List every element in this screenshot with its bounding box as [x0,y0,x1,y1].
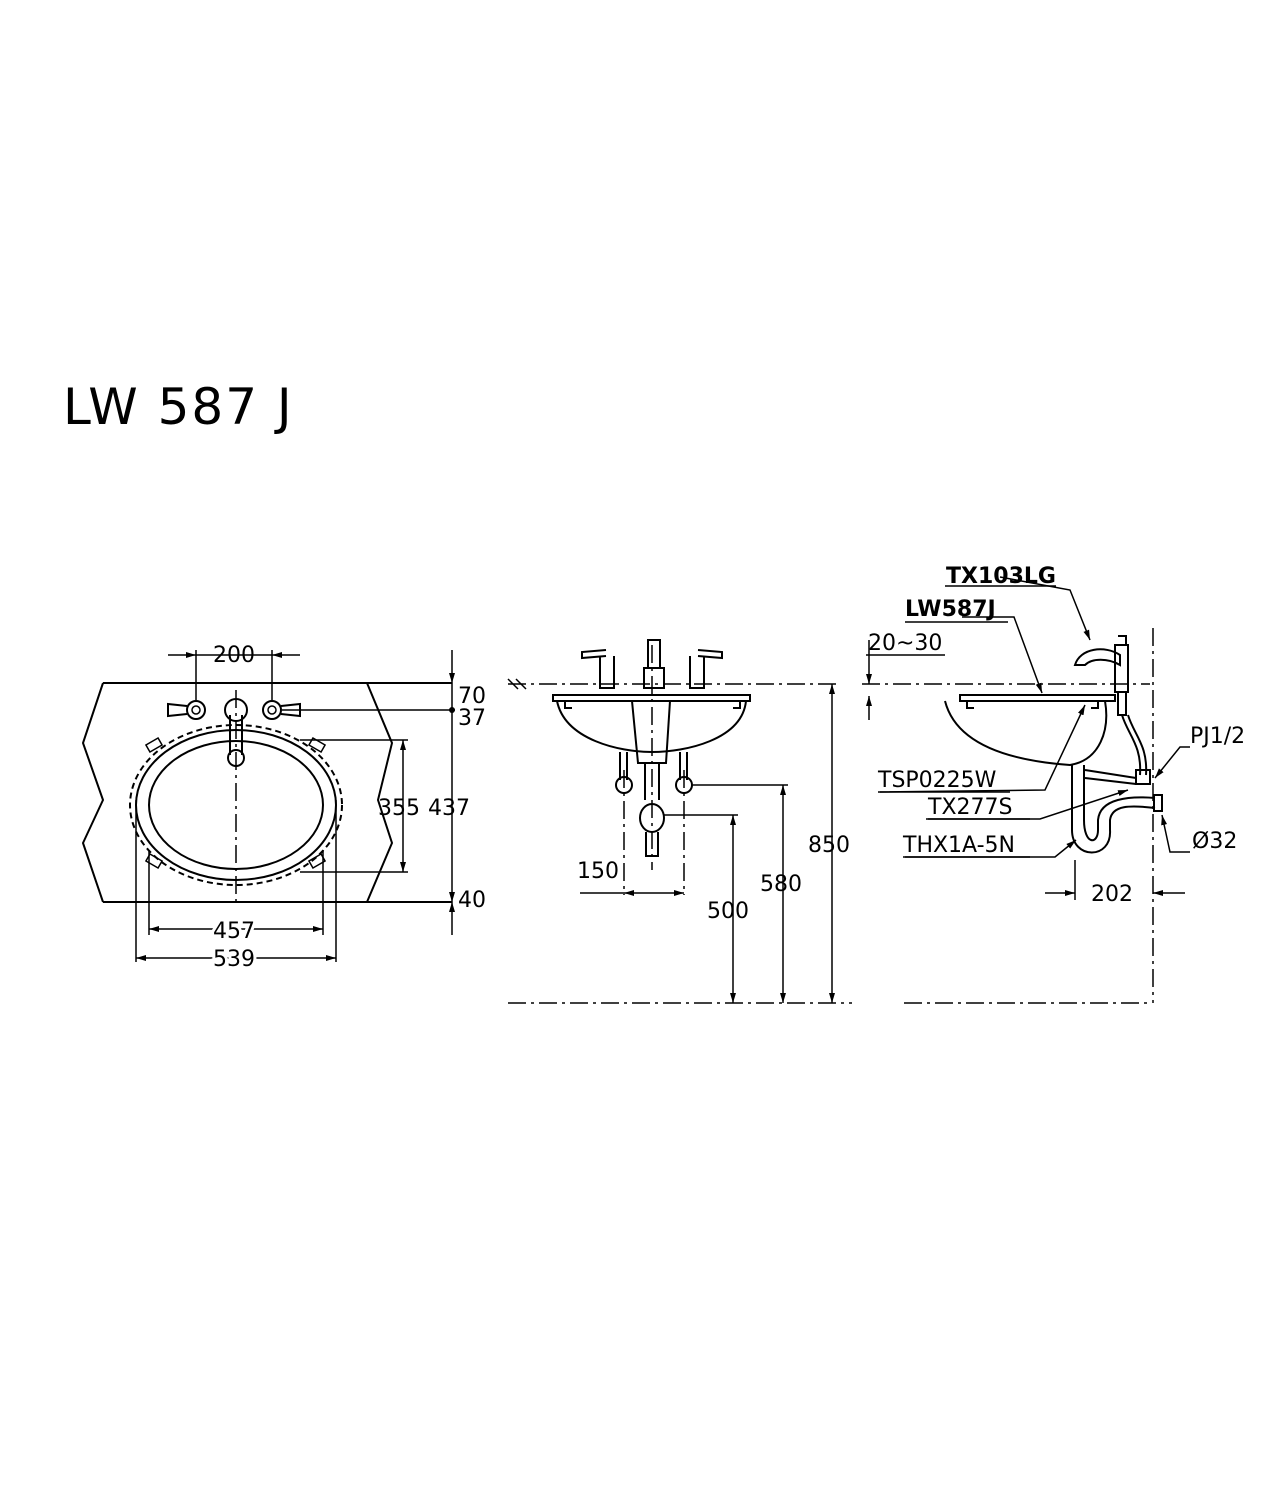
front-view: 150 580 500 850 [507,639,852,1004]
mounting-clip-icon [144,737,327,869]
dim-bowl-length: 355 [378,796,420,821]
counter-outline [81,682,452,903]
dim-overall-depth: 437 [428,796,470,821]
label-waste-diameter: Ø32 [1192,829,1237,854]
dim-trap-offset: 202 [1091,882,1133,907]
dim-overall-width: 539 [213,947,255,972]
dim-deck-edge: 70 [458,684,486,709]
label-faucet: TX103LG [946,564,1056,589]
label-trap: THX1A-5N [902,833,1015,858]
dim-drain-height: 500 [707,899,749,924]
dim-counter-thickness: 20~30 [868,631,942,656]
side-view: TX103LG LW587J TSP0225W TX277S THX1A-5N … [862,564,1245,1004]
label-drain: TSP0225W [877,768,997,793]
dim-supply-spacing: 150 [577,859,619,884]
dim-counter-height: 850 [808,833,850,858]
label-lavatory: LW587J [905,597,996,622]
dim-supply-height: 580 [760,872,802,897]
dim-bowl-width: 457 [213,919,255,944]
dim-front-edge: 40 [458,888,486,913]
faucet-front-icon [581,639,723,689]
plan-view: 200 70 37 355 437 40 457 539 [81,643,486,975]
label-supply-thread: PJ1/2 [1190,724,1245,749]
dim-faucet-spacing: 200 [213,643,255,668]
basin-front [552,694,751,702]
faucet-side-icon [1073,635,1129,716]
dim-faucet-offset: 37 [458,706,486,731]
bowl-outer-rim [129,724,343,886]
page-title: LW 587 J [63,378,294,436]
faucet-plan-icon [167,698,301,767]
label-angle-valve: TX277S [927,795,1012,820]
